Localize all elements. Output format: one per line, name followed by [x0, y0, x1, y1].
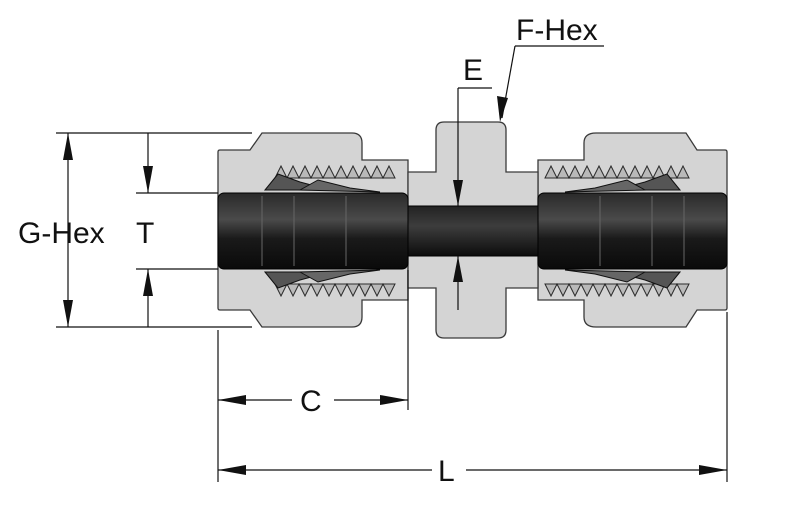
left-tube: [217, 192, 409, 270]
right-ferrules: [564, 173, 682, 289]
label-g-hex: G-Hex: [18, 217, 105, 250]
g-hex-dimension: [56, 132, 252, 328]
c-dimension: [217, 270, 409, 482]
right-tube: [537, 192, 728, 270]
label-l: L: [438, 455, 455, 488]
label-c: C: [300, 385, 322, 418]
label-e: E: [463, 54, 483, 87]
l-dimension: [218, 312, 728, 482]
f-hex-leader: [497, 45, 604, 122]
e-dimension: [453, 87, 492, 310]
label-f-hex: F-Hex: [516, 14, 598, 47]
left-ferrules: [263, 173, 381, 289]
label-t: T: [136, 217, 154, 250]
center-bore: [407, 205, 539, 257]
left-threads: [274, 164, 396, 298]
right-threads: [544, 164, 690, 298]
t-dimension: [136, 133, 218, 327]
